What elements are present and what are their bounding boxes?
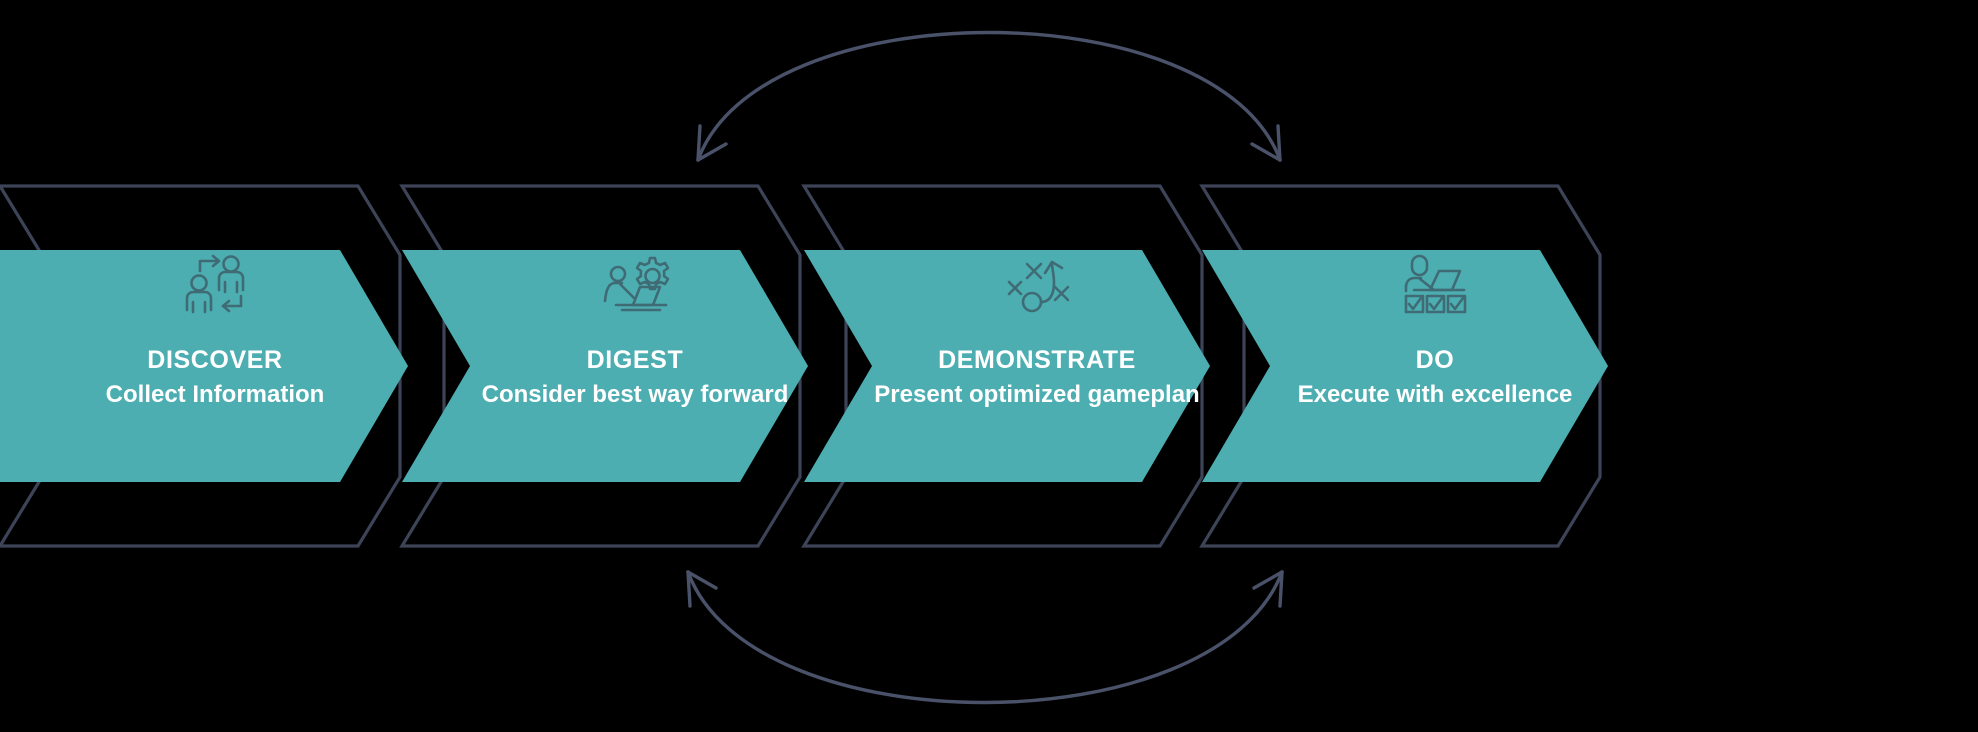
step-chevron-fill: [0, 250, 408, 482]
step-outline-parallelogram: [1199, 184, 1602, 548]
process-step-do[interactable]: DO Execute with excellence: [1160, 0, 1670, 732]
step-shape-demonstrate: [801, 184, 1210, 548]
step-shape-discover: [0, 184, 408, 548]
step-outline-parallelogram: [801, 184, 1204, 548]
step-shape-digest: [399, 184, 808, 548]
step-shape-do: [1199, 184, 1608, 548]
step-outline-parallelogram: [399, 184, 802, 548]
step-chevron-fill: [1202, 250, 1608, 482]
step-chevron-fill: [804, 250, 1210, 482]
step-chevron-fill: [402, 250, 808, 482]
